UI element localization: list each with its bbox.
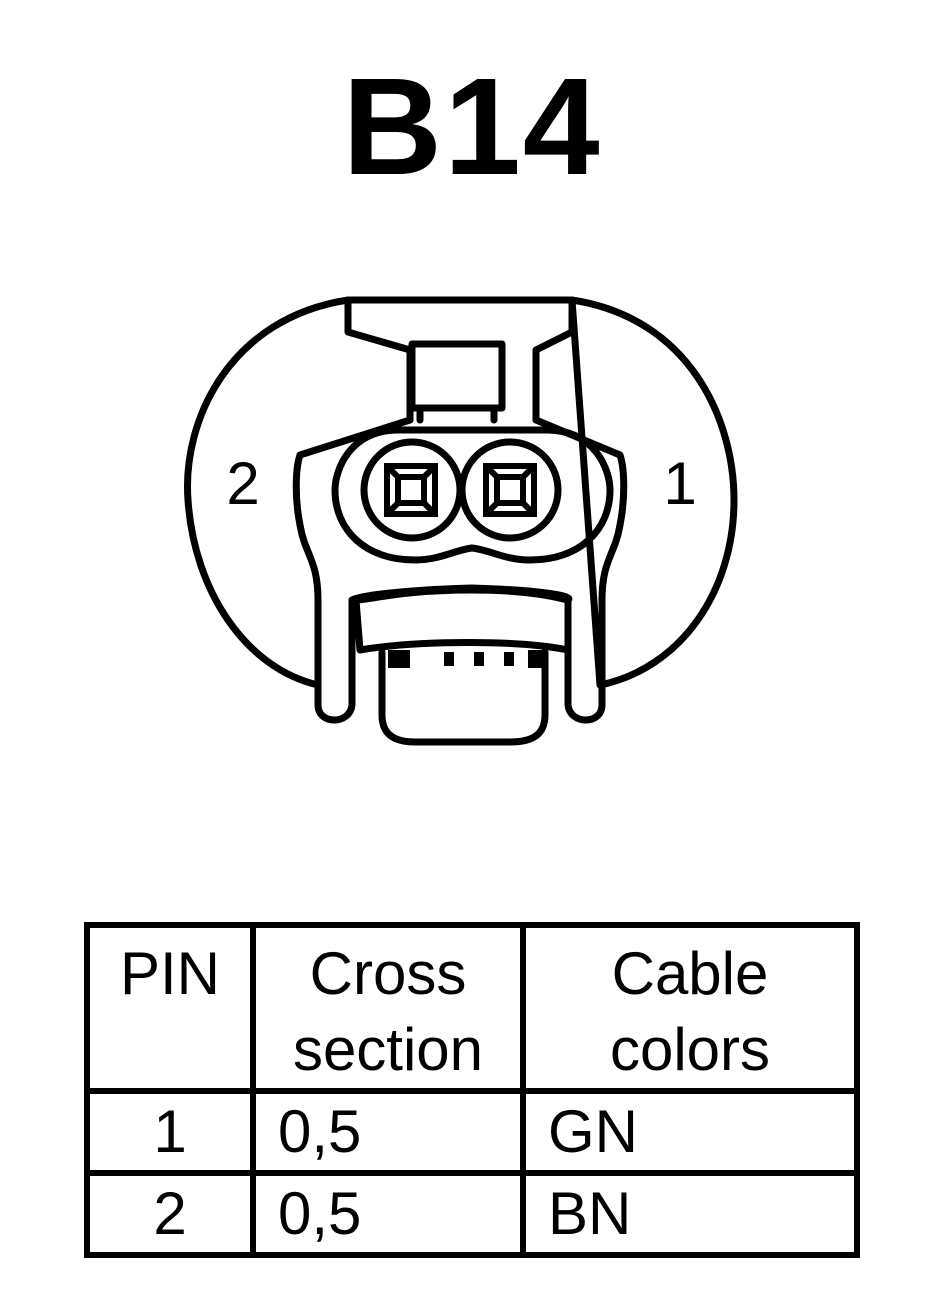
table-row: 1 0,5 GN [84,1088,860,1176]
cell-cross-section: 0,5 [250,1088,526,1176]
connector-housing-outline [184,296,738,689]
cell-cable-color: GN [520,1088,860,1176]
terminal-2-ring [360,438,464,542]
connector-pin-cavity [331,426,614,564]
key-tooth [388,650,410,668]
key-tooth [504,652,514,666]
terminal-1-inner-square [494,474,526,506]
header-cross-section: Cross section [250,922,526,1094]
table-header-row: PIN Cross section Cable colors [84,922,860,1094]
terminal-1-outer-square [483,463,537,517]
connector-title: B14 [342,50,602,204]
key-tooth [444,652,454,666]
terminal-2-outer-square [384,463,438,517]
terminal-2-inner-square [395,474,427,506]
cell-pin: 2 [84,1170,256,1258]
cell-cable-color: BN [520,1170,860,1258]
cell-pin: 1 [84,1088,256,1176]
pin-assignment-table: PIN Cross section Cable colors 1 0,5 GN … [84,922,860,1258]
pin-label-2: 2 [226,450,259,517]
key-tooth [528,650,546,668]
pin-label-1: 1 [663,450,696,517]
header-pin: PIN [84,922,256,1094]
connector-bottom-key [378,648,549,746]
cell-cross-section: 0,5 [250,1170,526,1258]
connector-lower-tongue [352,586,572,654]
terminal-1-ring [458,438,562,542]
connector-latch-slot [408,340,506,412]
table-row: 2 0,5 BN [84,1170,860,1258]
header-cable-colors: Cable colors [520,922,860,1094]
key-tooth [474,652,484,666]
